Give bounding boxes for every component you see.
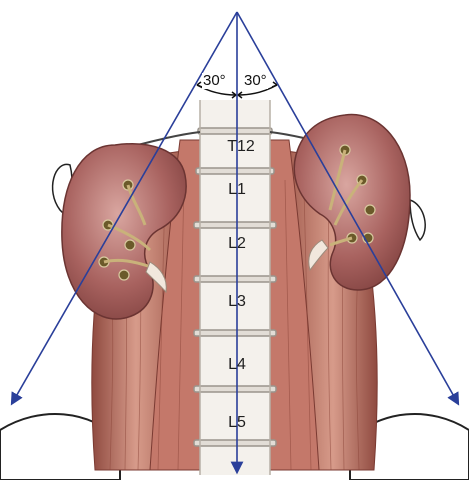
vertebra-label-l5: L5 (228, 414, 246, 431)
left-angle-line (10, 11, 238, 406)
right-angle-label: 30° (243, 72, 268, 89)
angle-arcs (196, 81, 278, 99)
vertebra-label-l1: L1 (228, 181, 246, 198)
left-kidney (51, 143, 187, 320)
vertebra-label-t12: T12 (227, 138, 255, 155)
right-angle-line (236, 11, 460, 406)
vertebra-label-l3: L3 (228, 293, 246, 310)
guide-lines (10, 11, 460, 475)
right-kidney (293, 113, 426, 291)
vertebra-label-l4: L4 (228, 356, 246, 373)
spine (193, 100, 277, 475)
left-angle-label: 30° (202, 72, 227, 89)
vertebra-label-l2: L2 (228, 235, 246, 252)
